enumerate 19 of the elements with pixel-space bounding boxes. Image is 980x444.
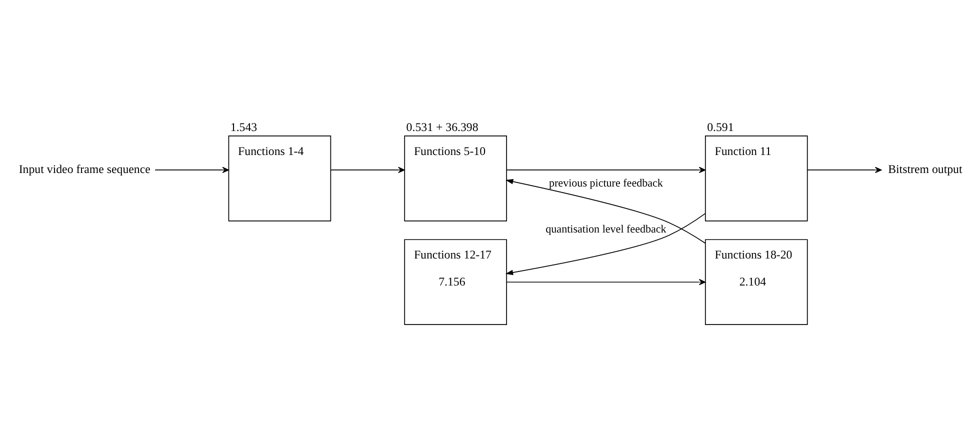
node-label: 0.591 (707, 120, 734, 134)
node-label: 1.543 (230, 120, 258, 134)
arrow (154, 166, 229, 174)
edge-label: previous picture feedback (549, 177, 663, 190)
node-text: Input video frame sequence (18, 162, 150, 176)
node-box: Function 11 (704, 136, 808, 222)
node-box: Functions 18-20 2.104 (704, 239, 808, 326)
arrow (506, 178, 706, 244)
node-text: Bitstrem output (888, 162, 962, 176)
arrow (807, 166, 882, 174)
node-label: 0.531 + 36.398 (406, 120, 478, 134)
node-box: Functions 1-4 (228, 136, 332, 222)
node-box: Functions 12-17 7.156 (404, 239, 507, 326)
arrow (330, 166, 405, 174)
edge-label: quantisation level feedback (546, 223, 666, 236)
arrow (505, 213, 706, 276)
node-box: Functions 5-10 (404, 136, 507, 222)
arrow (506, 166, 706, 174)
arrow (506, 279, 706, 286)
